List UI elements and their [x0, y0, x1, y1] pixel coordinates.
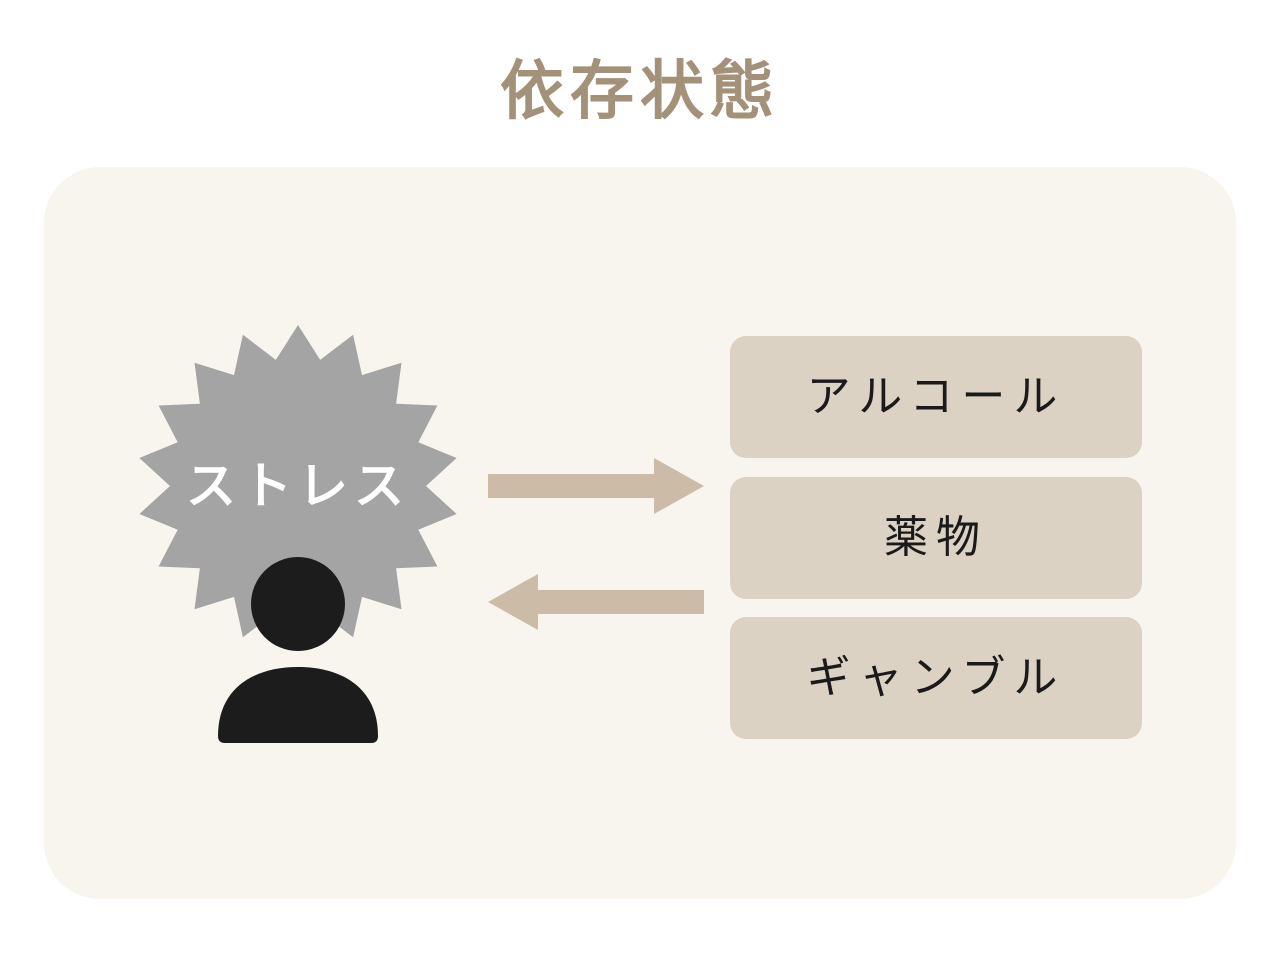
- arrow-right-icon: [488, 458, 704, 514]
- stress-label: ストレス: [186, 457, 410, 515]
- option-drugs: 薬物: [730, 477, 1142, 599]
- person-icon: [218, 557, 378, 743]
- option-alcohol: アルコール: [730, 336, 1142, 458]
- arrow-left-icon: [488, 574, 704, 630]
- option-gambling: ギャンブル: [730, 617, 1142, 739]
- page-title: 依存状態: [500, 55, 780, 129]
- stress-burst-icon: [139, 325, 457, 647]
